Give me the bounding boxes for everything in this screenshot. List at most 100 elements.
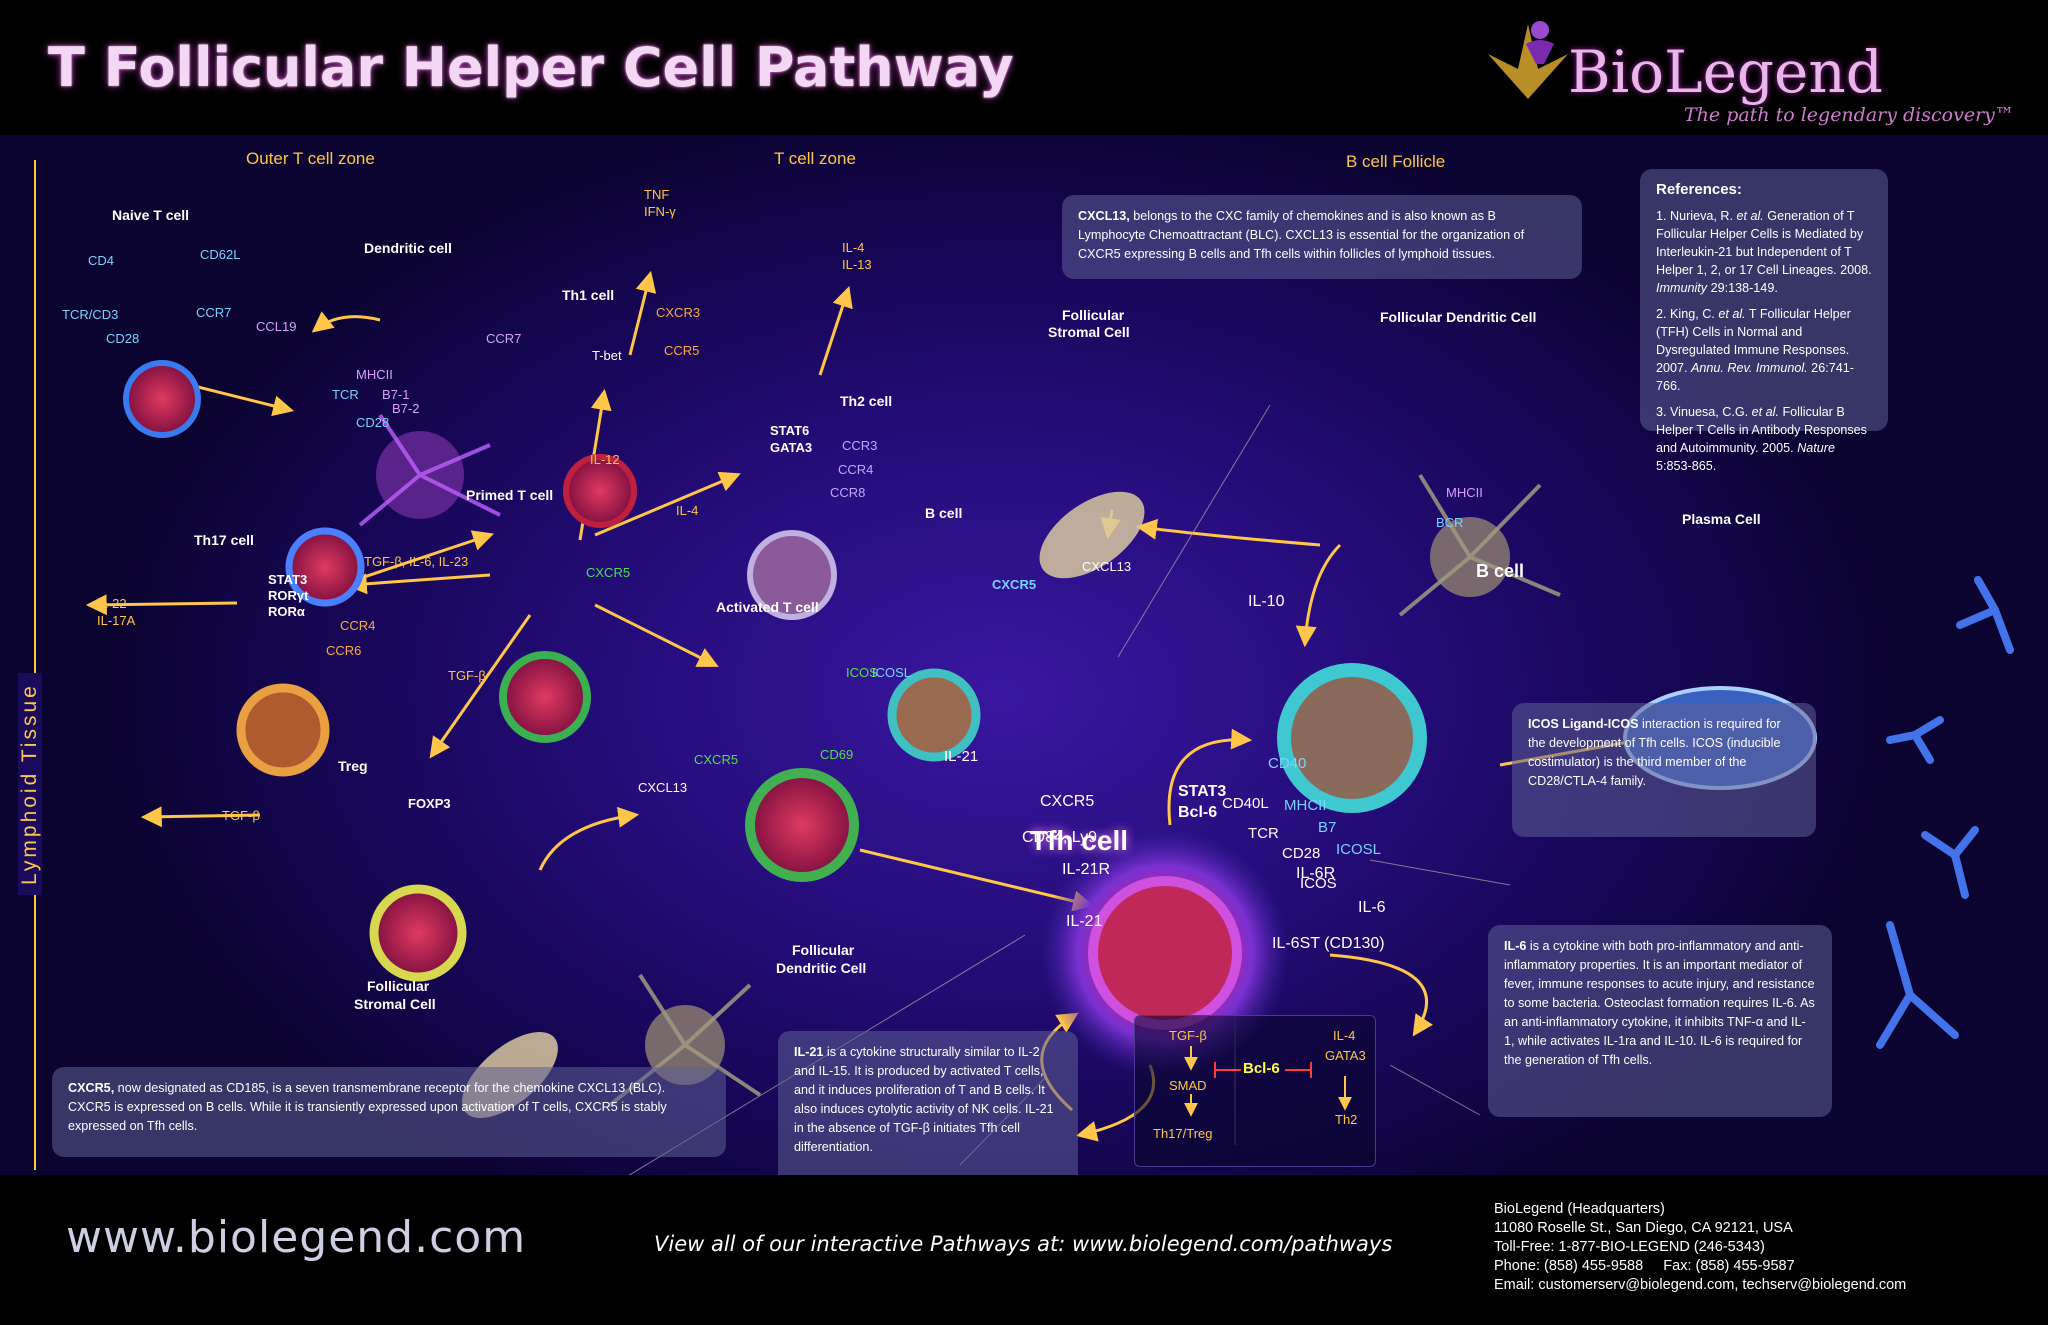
m-tnf: TNF — [644, 187, 670, 202]
m-b7: B7 — [1318, 819, 1337, 836]
lymphoid-line — [34, 160, 36, 1170]
reference-2: 2. King, C. et al. T Follicular Helper (… — [1656, 307, 1854, 393]
lymphoid-label: Lymphoid Tissue — [18, 673, 42, 895]
info-icos-text: interaction is required for the developm… — [1528, 717, 1781, 788]
info-il6-title: IL-6 — [1504, 939, 1527, 953]
m-primed-cxcr5: CXCR5 — [586, 565, 631, 580]
hq-line-4: Phone: (858) 455-9588 Fax: (858) 455-958… — [1494, 1258, 1795, 1274]
header: T Follicular Helper Cell Pathway BioLege… — [0, 0, 2048, 135]
m-il4-a: IL-4 — [842, 240, 865, 255]
naive-t-label: Naive T cell — [112, 207, 190, 223]
m-th2-ccr3: CCR3 — [842, 438, 878, 453]
hq-line-5: Email: customerserv@biolegend.com, techs… — [1494, 1277, 1907, 1293]
m-tgf-il6: TGF-β, IL-6, IL-23 — [364, 554, 469, 569]
bcl6-regulation-box: TGF-β SMAD Th17/Treg Bcl-6 IL-4 GATA3 Th… — [1134, 1015, 1376, 1167]
footer-url[interactable]: www.biolegend.com — [66, 1212, 527, 1263]
th2-label: Th2 cell — [840, 393, 893, 409]
m-il12: IL-12 — [590, 452, 620, 467]
footer — [0, 1175, 2048, 1325]
m-b-cxcr5: CXCR5 — [992, 577, 1037, 592]
m-dc-ccr7: CCR7 — [486, 331, 522, 346]
m-mhcii3: MHCII — [1446, 485, 1483, 500]
m-ccr5: CCR5 — [664, 343, 700, 358]
fdc2-label-b: Dendritic Cell — [776, 960, 867, 976]
m-b7-2: B7-2 — [392, 401, 420, 416]
tbet: T-bet — [592, 348, 622, 363]
m-mhcii: MHCII — [356, 367, 393, 382]
th1-label: Th1 cell — [562, 287, 615, 303]
m-cd4: CD4 — [88, 253, 115, 268]
tfh-label: Tfh cell — [1030, 825, 1129, 856]
bx-bcl6: Bcl-6 — [1243, 1060, 1280, 1077]
biolegend-logo-icon — [1488, 21, 1568, 99]
m-cd40l: CD40L — [1222, 795, 1269, 812]
th17-rorgt: RORγt — [268, 588, 309, 603]
hq-line-1: BioLegend (Headquarters) — [1494, 1201, 1665, 1217]
m-il21-a: IL-21 — [944, 748, 979, 765]
primed-label: Primed T cell — [466, 487, 554, 503]
foxp3: FOXP3 — [408, 796, 451, 811]
references-heading: References: — [1656, 181, 1742, 198]
fsc2-label-b: Stromal Cell — [354, 996, 436, 1012]
tfh-stat3: STAT3 — [1178, 783, 1227, 800]
th17-label: Th17 cell — [194, 532, 254, 548]
m-il10: IL-10 — [1248, 593, 1285, 610]
m-icos2: ICOS — [1300, 875, 1337, 892]
m-il6st: IL-6ST (CD130) — [1272, 935, 1385, 952]
tfh-bcl6: Bcl-6 — [1178, 804, 1218, 821]
info-cxcr5: CXCR5, now designated as CD185, is a sev… — [52, 1067, 726, 1157]
m-cxcl13-b: CXCL13 — [1082, 559, 1132, 574]
m-th2-ccr4: CCR4 — [838, 462, 874, 477]
bx-il4: IL-4 — [1333, 1028, 1356, 1043]
footer-hq: BioLegend (Headquarters) 11080 Roselle S… — [1494, 1200, 1906, 1295]
m-ccr7: CCR7 — [196, 305, 232, 320]
bx-tgfb: TGF-β — [1169, 1028, 1207, 1043]
references-panel: References: 1. Nurieva, R. et al. Genera… — [1640, 169, 1888, 473]
info-cxcl13-text: belongs to the CXC family of chemokines … — [1078, 209, 1525, 261]
bx-th17treg: Th17/Treg — [1153, 1126, 1213, 1141]
m-il6r: IL-6R — [1296, 865, 1336, 882]
m-cd84: CD84, Ly9 — [1022, 829, 1097, 846]
info-cxcl13: CXCL13, belongs to the CXC family of che… — [1062, 195, 1582, 279]
m-il21r: IL-21R — [1062, 861, 1111, 878]
m-cxcl13-a: CXCL13 — [638, 780, 688, 795]
th17-stat3: STAT3 — [268, 572, 308, 587]
logo-text: BioLegend — [1568, 38, 1883, 106]
footer-pathways[interactable]: View all of our interactive Pathways at:… — [654, 1232, 1393, 1256]
plasma-label: Plasma Cell — [1682, 511, 1761, 527]
m-icosl: ICOSL — [872, 665, 912, 680]
bcl6-arrows — [1184, 1046, 1352, 1117]
info-il6: IL-6 is a cytokine with both pro-inflamm… — [1488, 925, 1832, 1117]
zone-t: T cell zone — [774, 149, 856, 168]
m-cd28: CD28 — [106, 331, 140, 346]
m-cd62l: CD62L — [200, 247, 241, 262]
m-th17-ccr6: CCR6 — [326, 643, 362, 658]
info-cxcr5-title: CXCR5, — [68, 1081, 115, 1095]
info-il21-title: IL-21 — [794, 1045, 824, 1059]
m-cd40: CD40 — [1268, 755, 1307, 772]
m-tcr-cd3: TCR/CD3 — [62, 307, 119, 322]
treg-label: Treg — [338, 758, 368, 774]
info-cxcl13-title: CXCL13, — [1078, 209, 1130, 223]
bcell2-label: B cell — [1476, 561, 1525, 581]
m-il22: IL-22 — [97, 596, 127, 611]
m-th17-ccr4: CCR4 — [340, 618, 376, 633]
m-il4: IL-4 — [676, 503, 699, 518]
bx-th2: Th2 — [1335, 1112, 1358, 1127]
m-il6: IL-6 — [1358, 899, 1386, 916]
bx-smad: SMAD — [1169, 1078, 1207, 1093]
m-ccl19: CCL19 — [256, 319, 297, 334]
dendritic-label: Dendritic cell — [364, 240, 452, 256]
m-icos: ICOS — [846, 665, 878, 680]
antibody-icons — [1876, 576, 2014, 1049]
info-il21-text: is a cytokine structurally similar to IL… — [794, 1045, 1054, 1154]
info-il21: IL-21 is a cytokine structurally similar… — [778, 1031, 1078, 1175]
stat6: STAT6 — [770, 423, 810, 438]
m-il21-b: IL-21 — [1066, 913, 1103, 930]
activated-label: Activated T cell — [716, 599, 819, 615]
reference-3: 3. Vinuesa, C.G. et al. Follicular B Hel… — [1656, 405, 1867, 473]
m-ifn: IFN-γ — [644, 204, 676, 219]
hq-line-3: Toll-Free: 1-877-BIO-LEGEND (246-5343) — [1494, 1239, 1765, 1255]
diagram-area: Lymphoid Tissue Outer T cell zone T cell… — [0, 135, 2048, 1175]
hq-line-2: 11080 Roselle St., San Diego, CA 92121, … — [1494, 1220, 1793, 1236]
